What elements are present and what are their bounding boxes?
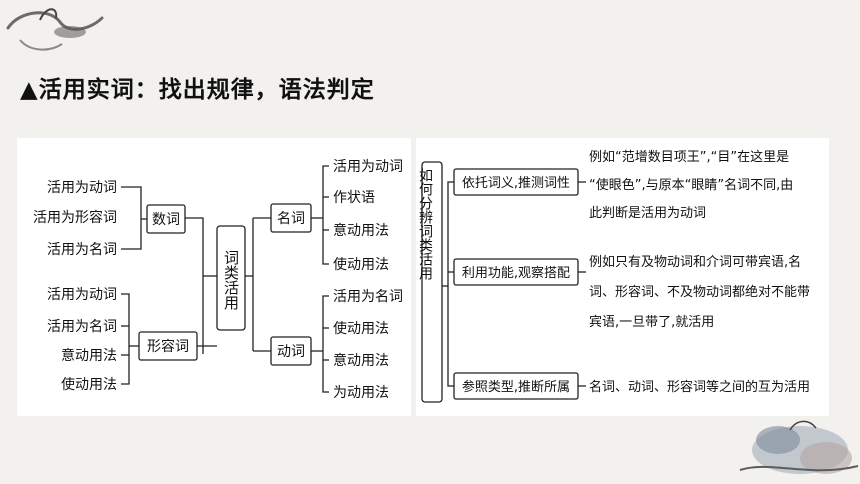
dongci-item: 为动用法 — [333, 385, 389, 401]
method-desc-line: 此判断是活用为动词 — [589, 206, 706, 221]
method-label: 利用功能,观察搭配 — [462, 265, 570, 281]
method-desc-line: 例如“范增数目项王”,“目”在这里是 — [589, 149, 789, 165]
part-of-speech-diagram: 活用为动词 活用为形容词 活用为名词 活用为动词 活用为名词 意动用法 使动用法… — [17, 138, 411, 416]
shuci-item: 活用为名词 — [47, 242, 117, 258]
method-desc-line: “使眼色”,与原本“眼睛”名词不同,由 — [589, 177, 793, 193]
xingrongci-label: 形容词 — [147, 338, 189, 355]
mingci-item: 活用为动词 — [333, 159, 403, 175]
root-label: 词类活用 — [222, 250, 240, 311]
method-label: 参照类型,推断所属 — [462, 379, 570, 395]
shuci-item: 活用为动词 — [47, 180, 117, 196]
xingrongci-item: 活用为动词 — [47, 287, 117, 303]
method-desc-line: 词、形容词、不及物动词都绝对不能带 — [589, 284, 810, 300]
mingci-label: 名词 — [277, 211, 305, 227]
ink-brush-decoration-icon — [6, 8, 104, 51]
ink-flower-decoration-icon — [739, 420, 859, 474]
page-title: ▲活用实词：找出规律，语法判定 — [20, 77, 375, 103]
mingci-item: 意动用法 — [333, 222, 389, 239]
method-label: 依托词义,推测词性 — [462, 176, 570, 191]
method-desc-line: 例如只有及物动词和介词可带宾语,名 — [589, 254, 801, 270]
dongci-label: 动词 — [277, 344, 305, 360]
xingrongci-item: 活用为名词 — [47, 319, 117, 335]
dongci-item: 意动用法 — [333, 352, 389, 369]
identification-methods-tree: 如何分辨词类活用 依托词义,推测词性 利用功能,观察搭配 参照类型,推断所属 例… — [417, 149, 810, 403]
xingrongci-item: 意动用法 — [61, 347, 117, 364]
part-of-speech-tree: 活用为动词 活用为形容词 活用为名词 活用为动词 活用为名词 意动用法 使动用法… — [33, 159, 403, 401]
identification-methods-diagram: 如何分辨词类活用 依托词义,推测词性 利用功能,观察搭配 参照类型,推断所属 例… — [416, 138, 829, 416]
mingci-item: 作状语 — [333, 190, 375, 206]
shuci-item: 活用为形容词 — [33, 209, 117, 226]
method-desc-line: 名词、动词、形容词等之间的互为活用 — [589, 379, 810, 395]
dongci-item: 使动用法 — [333, 320, 389, 337]
xingrongci-item: 使动用法 — [61, 376, 117, 393]
mingci-item: 使动用法 — [333, 256, 389, 273]
dongci-item: 活用为名词 — [333, 289, 403, 305]
method-desc-line: 宾语,一旦带了,就活用 — [589, 314, 714, 330]
methods-root-label: 如何分辨词类活用 — [417, 168, 433, 281]
shuci-label: 数词 — [152, 212, 180, 228]
